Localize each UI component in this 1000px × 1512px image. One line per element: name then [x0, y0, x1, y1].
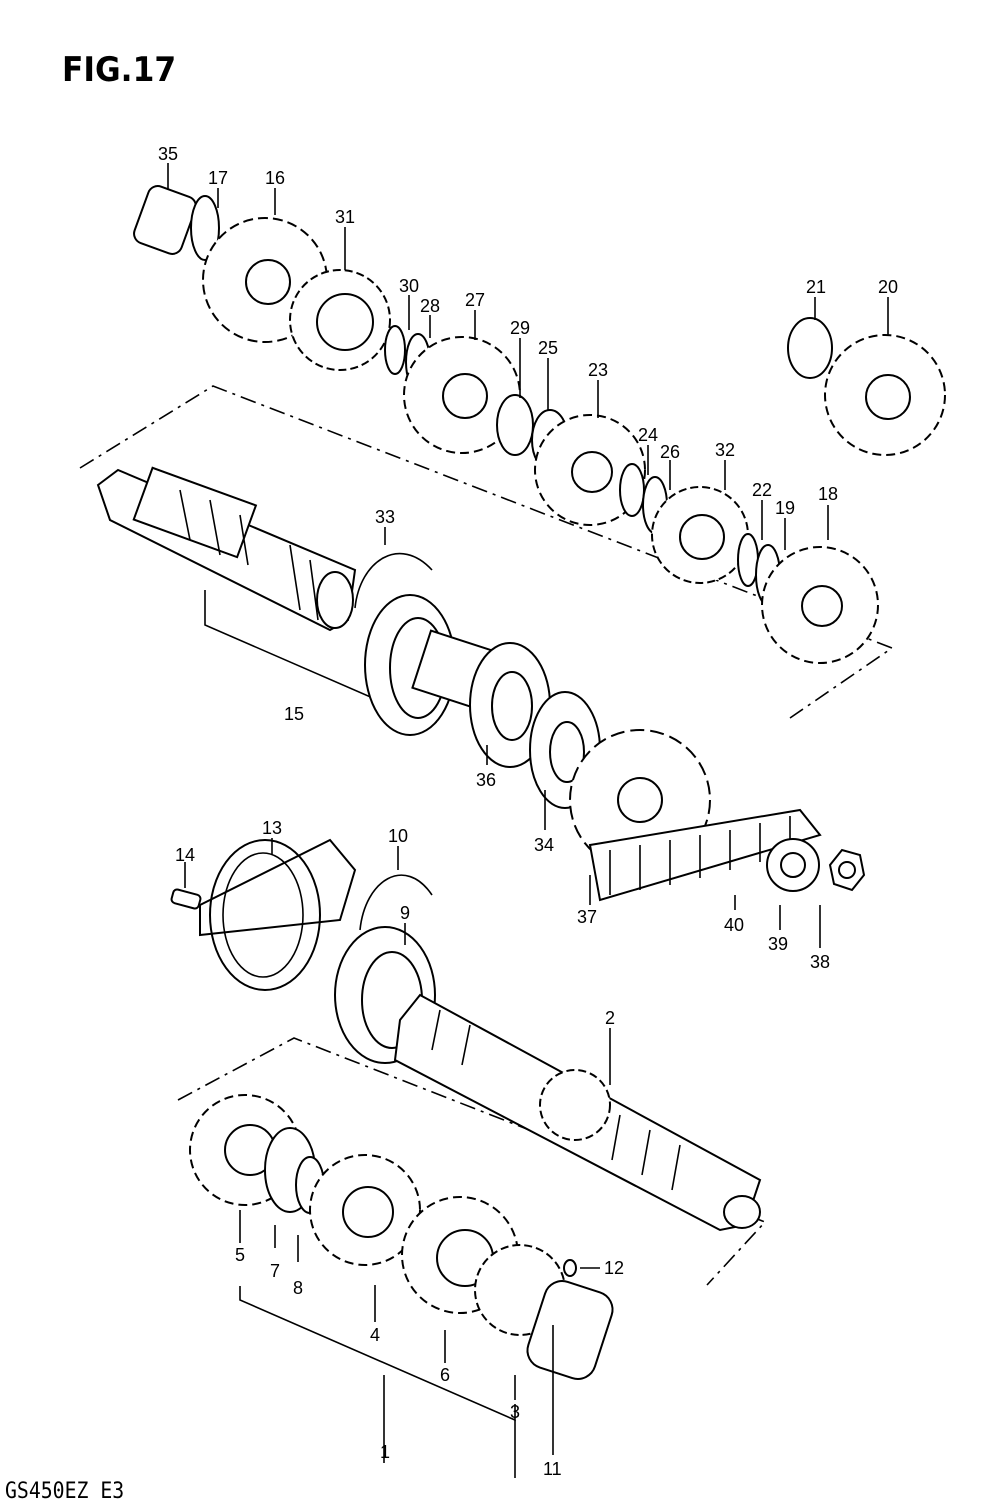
sprocket-nut-hole: [838, 861, 856, 879]
lock-washer-hole: [780, 852, 806, 878]
callout-label: 1: [380, 1442, 390, 1462]
callout-label: 28: [420, 296, 440, 316]
callout-label: 18: [818, 484, 838, 504]
callout-label: 29: [510, 318, 530, 338]
drive-shaft-gears: [189, 1094, 614, 1380]
callout-label: 36: [476, 770, 496, 790]
callout-label: 25: [538, 338, 558, 358]
model-code: GS450EZ E3: [5, 1479, 125, 1504]
callout-label: 16: [265, 168, 285, 188]
callout-label: 17: [208, 168, 228, 188]
callout-label: 7: [270, 1261, 280, 1281]
callout-label: 32: [715, 440, 735, 460]
callout-label: 22: [752, 480, 772, 500]
callout-label: 11: [543, 1459, 562, 1479]
callout-label: 35: [158, 144, 178, 164]
drive-shaft: [393, 993, 762, 1232]
callout-label: 27: [465, 290, 485, 310]
callout-label: 31: [335, 207, 355, 227]
callout-label: 5: [235, 1245, 245, 1265]
callout-label: 24: [638, 425, 658, 445]
callout-label: 12: [604, 1258, 624, 1278]
callout-label: 23: [588, 360, 608, 380]
drive-chain: [588, 808, 822, 902]
counter-shaft-gears: [133, 185, 946, 664]
bearing-retainer-group: [170, 838, 433, 991]
callout-label: 10: [388, 826, 408, 846]
callout-label: 20: [878, 277, 898, 297]
callout-label: 6: [440, 1365, 450, 1385]
callout-label: 21: [806, 277, 826, 297]
callout-labels: 35 17 16 31 30 28 27 29 25 23 24 26 32 2…: [158, 144, 898, 1479]
callout-label: 13: [262, 818, 282, 838]
callout-label: 38: [810, 952, 830, 972]
callout-label: 2: [605, 1008, 615, 1028]
callout-label: 19: [775, 498, 795, 518]
washer-36-hole: [491, 671, 533, 741]
callout-label: 4: [370, 1325, 380, 1345]
counter-shaft: [96, 466, 357, 632]
callout-label: 26: [660, 442, 680, 462]
callout-label: 40: [724, 915, 744, 935]
callout-label: 14: [175, 845, 195, 865]
leader-lines: [167, 163, 889, 1455]
figure-title: FIG.17: [62, 50, 177, 90]
callout-label: 9: [400, 903, 410, 923]
callout-label: 34: [534, 835, 554, 855]
callout-label: 37: [577, 907, 597, 927]
washer-34-hole: [549, 721, 585, 783]
callout-label: 39: [768, 934, 788, 954]
callout-label: 30: [399, 276, 419, 296]
callout-label: 3: [510, 1402, 520, 1422]
callout-label: 8: [293, 1278, 303, 1298]
callout-label: 15: [284, 704, 304, 724]
callout-label: 33: [375, 507, 395, 527]
